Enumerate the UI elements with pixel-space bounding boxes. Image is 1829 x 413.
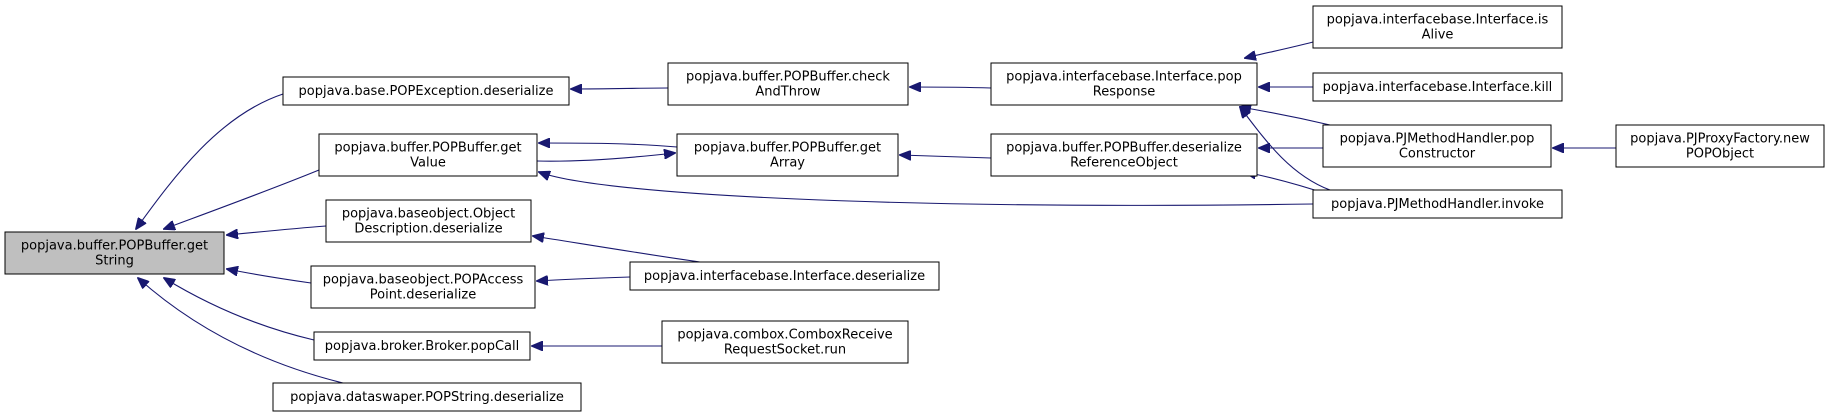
edge-n1-to-n0: [136, 93, 284, 229]
node-label-line: popjava.buffer.POPBuffer.deserialize: [1006, 141, 1242, 156]
node-label-line: popjava.buffer.POPBuffer.check: [686, 70, 890, 85]
edge-n5-to-n0: [164, 278, 315, 341]
node-label-line: popjava.interfacebase.Interface.deserial…: [644, 269, 925, 284]
node-n9[interactable]: popjava.interfacebase.Interface.deserial…: [629, 261, 940, 291]
node-box: [310, 265, 536, 309]
node-label-line: popjava.interfacebase.Interface.is: [1327, 13, 1549, 28]
edge-n8-to-n2: [539, 143, 678, 147]
node-n4[interactable]: popjava.baseobject.POPAccessPoint.deseri…: [310, 265, 536, 309]
node-box: [325, 199, 532, 243]
node-label-line: popjava.base.POPException.deserialize: [299, 84, 554, 99]
nodes-layer: popjava.buffer.POPBuffer.getStringpopjav…: [4, 5, 1825, 412]
node-n14[interactable]: popjava.interfacebase.Interface.kill: [1312, 72, 1563, 102]
node-box: [1615, 124, 1825, 168]
edge-n9-to-n3: [533, 236, 701, 263]
node-n5[interactable]: popjava.broker.Broker.popCall: [313, 331, 531, 361]
node-n1[interactable]: popjava.base.POPException.deserialize: [282, 76, 570, 106]
node-n10[interactable]: popjava.combox.ComboxReceiveRequestSocke…: [661, 320, 909, 364]
edges-layer: [136, 41, 1616, 384]
node-box: [661, 320, 909, 364]
node-label-line: popjava.PJMethodHandler.pop: [1340, 132, 1535, 147]
node-label-line: String: [95, 254, 134, 269]
node-label-line: popjava.interfacebase.Interface.kill: [1323, 80, 1553, 95]
node-label-line: popjava.PJMethodHandler.invoke: [1331, 197, 1544, 212]
edge-n2-to-n8: [536, 153, 675, 162]
node-box: [667, 62, 909, 106]
node-label-line: Point.deserialize: [370, 288, 476, 303]
node-label-line: Description.deserialize: [354, 222, 502, 237]
node-label-line: popjava.baseobject.Object: [342, 207, 515, 222]
node-label-line: popjava.interfacebase.Interface.pop: [1006, 70, 1242, 85]
node-box: [1322, 124, 1552, 168]
edge-n16-to-n2: [539, 172, 1314, 206]
edge-n6-to-n0: [138, 278, 344, 384]
edge-n12-to-n8: [900, 155, 992, 158]
edge-n3-to-n0: [227, 225, 327, 235]
node-box: [1312, 5, 1563, 49]
edge-n11-to-n7: [910, 87, 992, 88]
edge-n9-to-n4: [537, 277, 631, 281]
node-label-line: popjava.broker.Broker.popCall: [325, 339, 519, 354]
node-n3[interactable]: popjava.baseobject.ObjectDescription.des…: [325, 199, 532, 243]
node-box: [629, 261, 940, 291]
node-box: [4, 231, 225, 275]
node-box: [1312, 72, 1563, 102]
node-n12[interactable]: popjava.buffer.POPBuffer.deserializeRefe…: [990, 133, 1258, 177]
node-label-line: Response: [1093, 85, 1155, 100]
node-label-line: RequestSocket.run: [724, 343, 846, 358]
node-box: [676, 133, 899, 177]
node-label-line: popjava.buffer.POPBuffer.get: [334, 141, 521, 156]
node-label-line: Value: [410, 156, 446, 171]
node-label-line: POPObject: [1686, 147, 1754, 162]
node-box: [272, 382, 582, 412]
node-label-line: popjava.buffer.POPBuffer.get: [21, 239, 208, 254]
node-label-line: Constructor: [1399, 147, 1476, 162]
node-label-line: popjava.PJProxyFactory.new: [1630, 132, 1810, 147]
edge-n13-to-n11: [1245, 41, 1314, 58]
node-box: [282, 76, 570, 106]
node-label-line: popjava.combox.ComboxReceive: [677, 328, 892, 343]
node-n16[interactable]: popjava.PJMethodHandler.invoke: [1312, 189, 1563, 219]
node-label-line: popjava.baseobject.POPAccess: [323, 273, 524, 288]
node-label-line: popjava.buffer.POPBuffer.get: [694, 141, 881, 156]
node-box: [318, 133, 538, 177]
node-label-line: Array: [770, 156, 805, 171]
node-n6[interactable]: popjava.dataswaper.POPString.deserialize: [272, 382, 582, 412]
node-label-line: Alive: [1422, 28, 1454, 43]
node-box: [990, 133, 1258, 177]
node-box: [1312, 189, 1563, 219]
node-n11[interactable]: popjava.interfacebase.Interface.popRespo…: [990, 62, 1258, 106]
node-label-line: popjava.dataswaper.POPString.deserialize: [290, 390, 564, 405]
node-box: [990, 62, 1258, 106]
node-label-line: AndThrow: [755, 85, 821, 100]
edge-n2-to-n0: [164, 169, 320, 229]
node-label-line: ReferenceObject: [1070, 156, 1178, 171]
node-box: [313, 331, 531, 361]
edge-n15-to-n11: [1240, 107, 1331, 126]
edge-n16-to-n11: [1240, 107, 1331, 191]
edge-n4-to-n0: [227, 269, 312, 284]
edge-n7-to-n1: [571, 88, 669, 89]
